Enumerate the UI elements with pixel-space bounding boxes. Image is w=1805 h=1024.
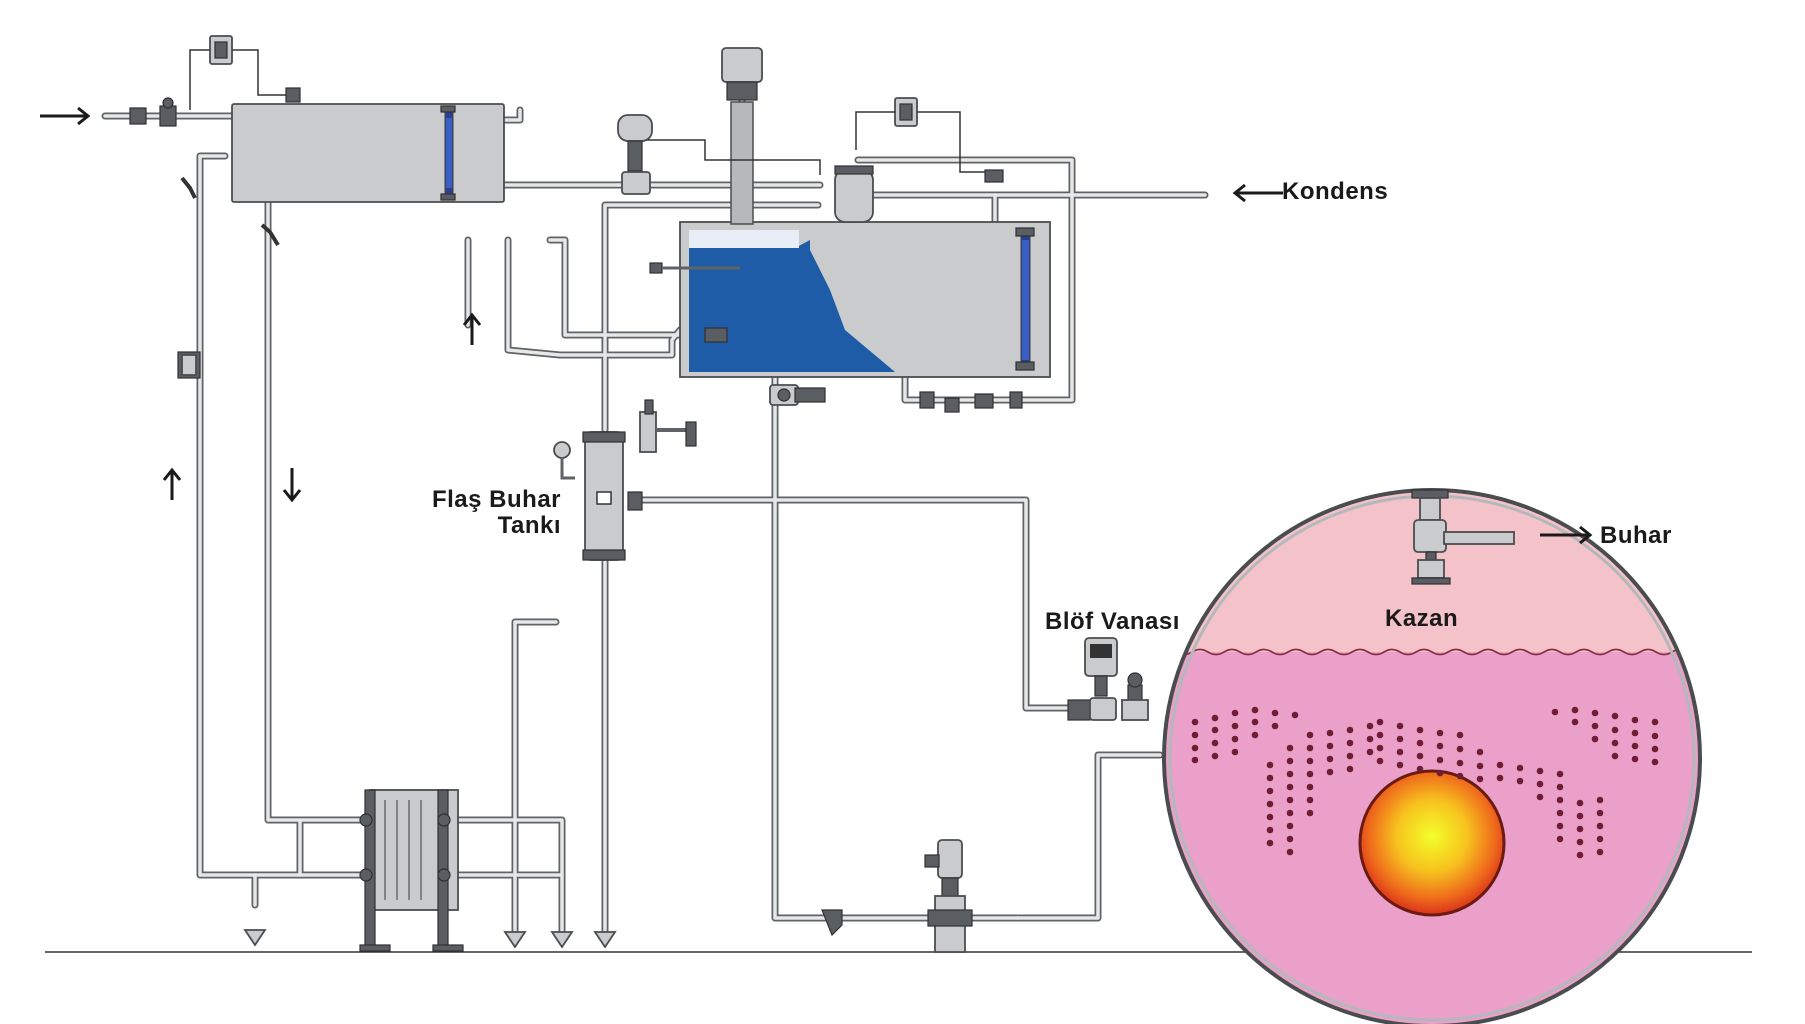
- kondens-label: Kondens: [1282, 178, 1389, 205]
- feed-pump: [924, 839, 973, 953]
- feed-water-tank: [231, 103, 505, 203]
- flash-tank-label-line2: Tankı: [497, 512, 561, 539]
- burner-flame: [1358, 769, 1506, 917]
- level-controller-2: [855, 97, 1004, 183]
- piping-highlight: [103, 93, 1477, 940]
- inlet-valve: [129, 97, 177, 127]
- heat-exchanger: [359, 789, 464, 952]
- water-level: [689, 240, 895, 372]
- steam-label: Buhar: [1600, 522, 1672, 549]
- flow-arrows: [40, 106, 1593, 545]
- strainer-valve-left: [177, 351, 201, 379]
- boiler-label: Kazan: [1385, 605, 1459, 632]
- deaerator-tank: [649, 165, 1051, 378]
- drain-funnels: [243, 929, 617, 949]
- deaerator-drain-valves: [769, 384, 1023, 413]
- check-valve-left: [180, 176, 280, 247]
- fire-tubes: [1191, 706, 1659, 859]
- control-valve: [617, 114, 821, 195]
- strainer: [821, 909, 843, 937]
- main-steam-valve: [1411, 489, 1515, 585]
- blowdown-valve-assembly: [1067, 637, 1149, 721]
- blowdown-valve-label: Blöf Vanası: [1045, 608, 1180, 635]
- flash-steam-tank: [553, 399, 697, 561]
- vent-condenser: [721, 47, 763, 225]
- level-controller-1: [189, 35, 301, 110]
- flash-tank-label-line1: Flaş Buhar: [431, 486, 561, 513]
- boiler: [1162, 488, 1702, 1024]
